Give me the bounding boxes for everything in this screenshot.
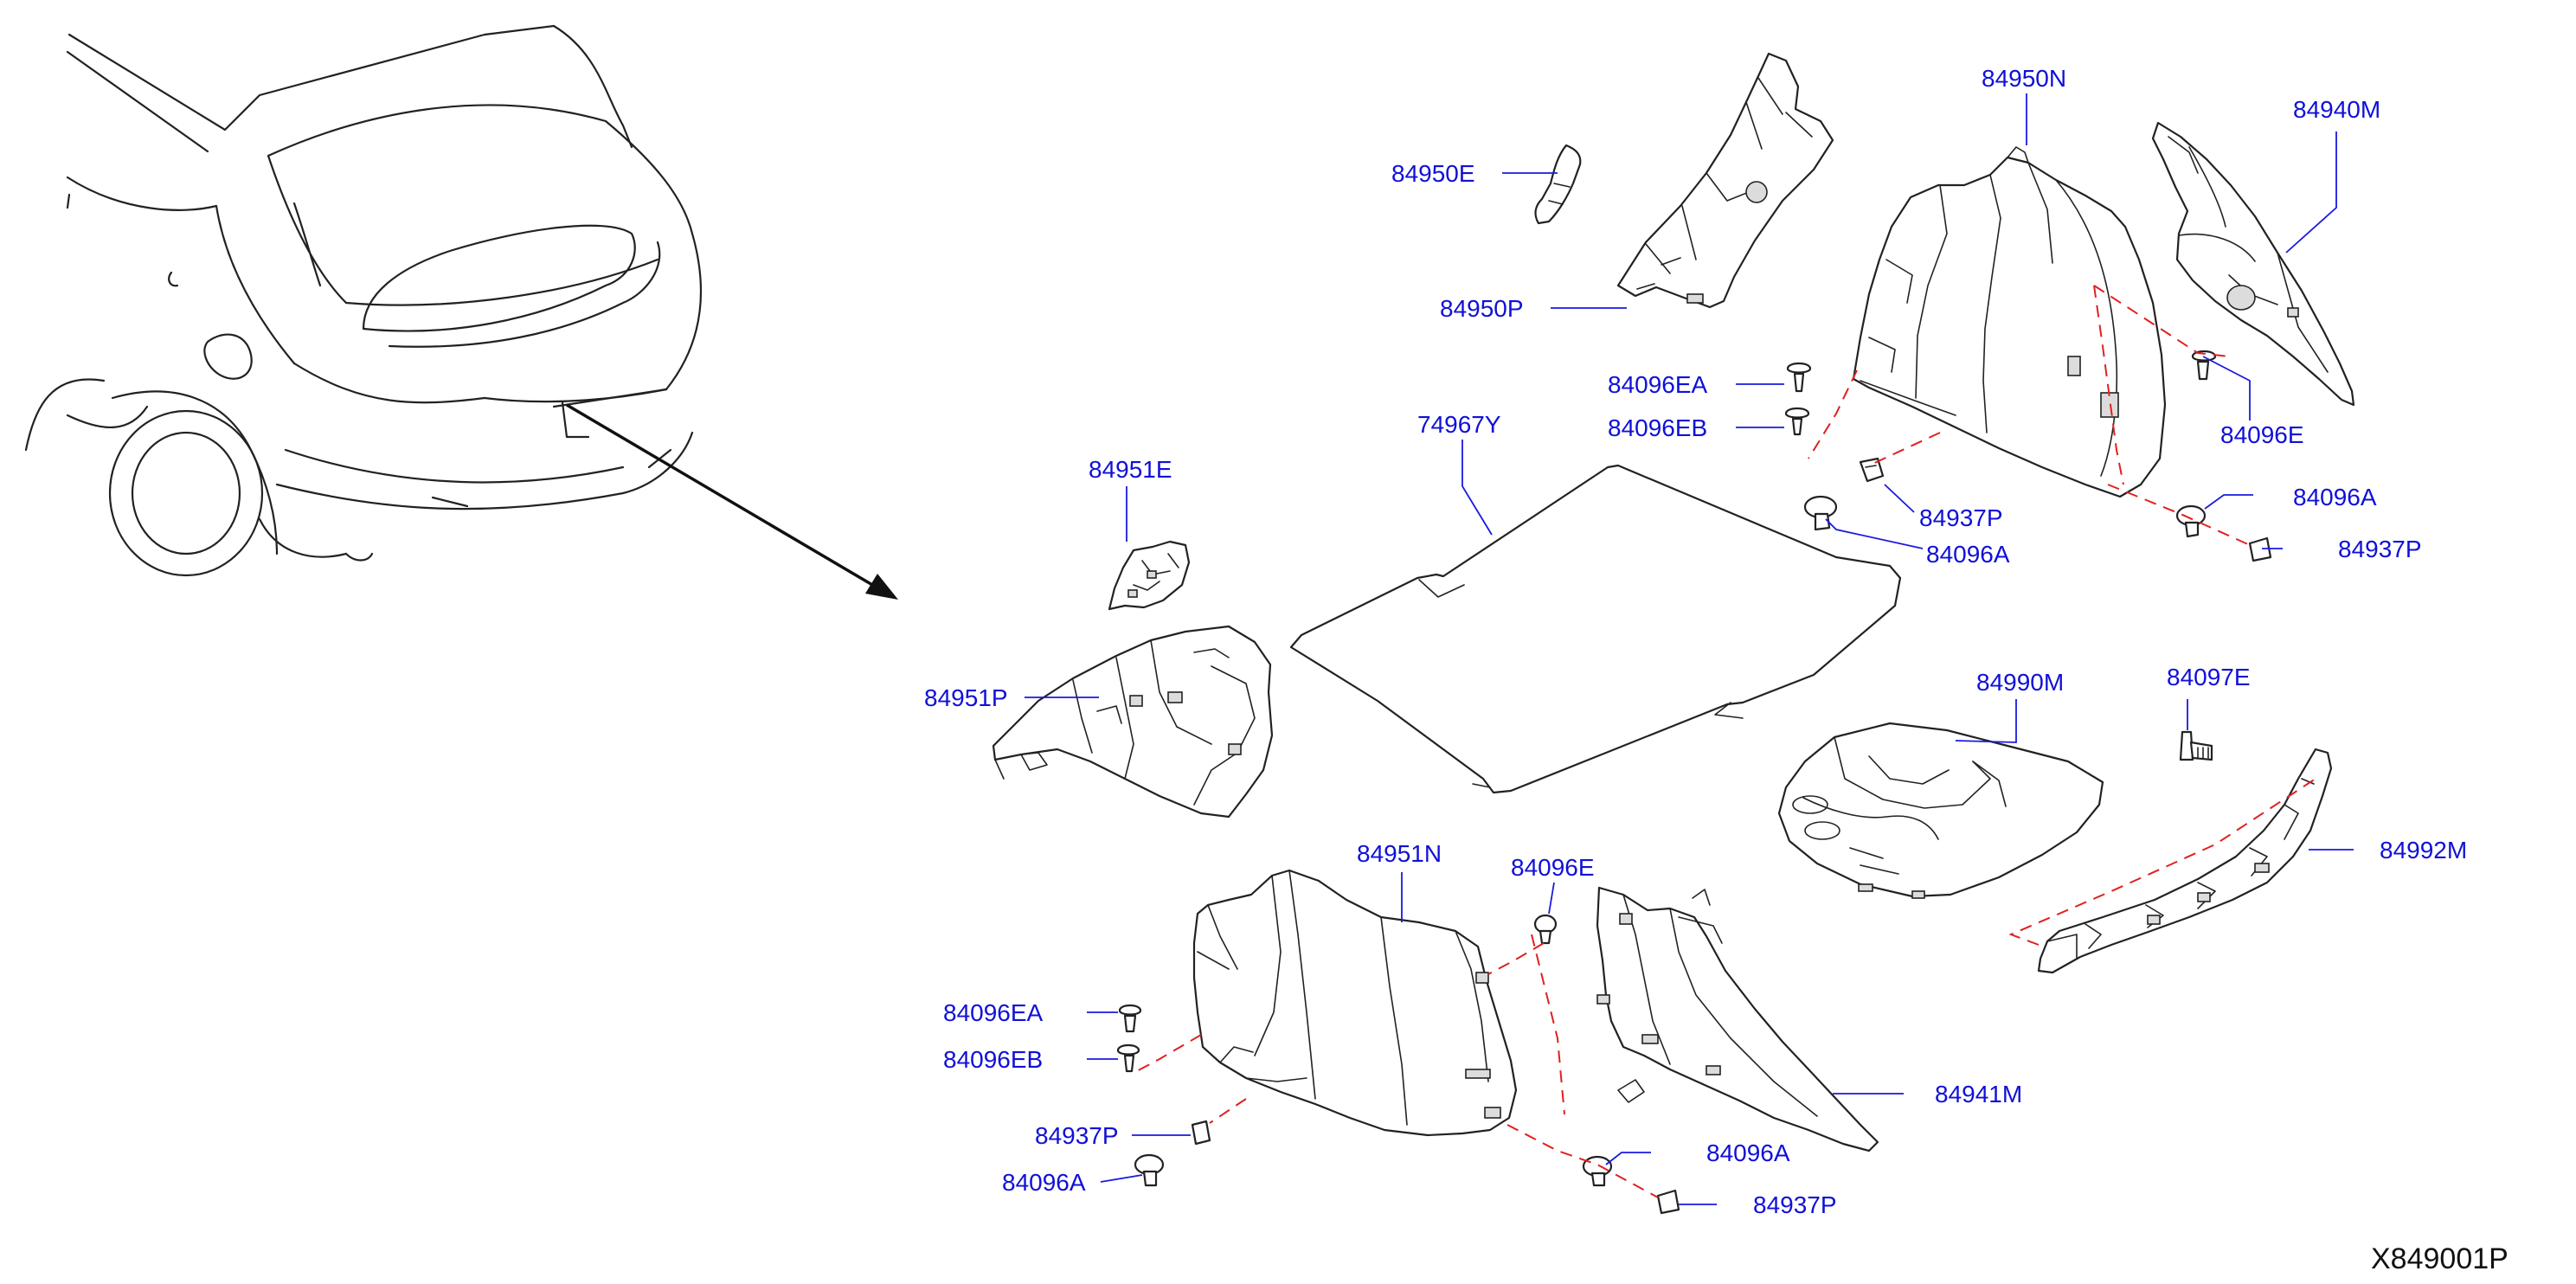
callout-84951P: 84951P	[924, 684, 1008, 711]
callout-84951E: 84951E	[1089, 456, 1172, 483]
clip-84096EB-bottom	[1116, 1043, 1140, 1073]
clip-84937P-bottom-right	[1656, 1189, 1680, 1215]
callout-84992M: 84992M	[2380, 837, 2467, 863]
callout-84096EB-top: 84096EB	[1608, 414, 1707, 441]
callout-84097E: 84097E	[2167, 664, 2251, 690]
callout-labels: 84950N 84940M 84950E 84950P 84096EA 8409…	[924, 65, 2467, 1218]
clip-84096A-bottom-left	[1134, 1153, 1165, 1187]
callout-84940M: 84940M	[2293, 96, 2380, 123]
callout-84096A-bottom-right: 84096A	[1706, 1140, 1790, 1166]
callout-84096EB-bottom: 84096EB	[943, 1046, 1043, 1073]
guides-top	[1808, 285, 2251, 546]
part-74967Y	[1289, 464, 1902, 794]
clip-84937P-bottom-left	[1191, 1120, 1211, 1146]
callout-84937P-top-right: 84937P	[2338, 536, 2422, 562]
diagram-reference-code: X849001P	[2371, 1242, 2509, 1275]
callout-84951N: 84951N	[1357, 840, 1442, 867]
callout-84096E-bottom: 84096E	[1511, 854, 1595, 881]
part-84950E	[1534, 144, 1582, 225]
leader-lines	[1025, 93, 2354, 1205]
part-84950P	[1616, 52, 1834, 309]
clip-84096E-bottom	[1533, 914, 1558, 945]
part-84990M	[1777, 722, 2104, 899]
clip-84096EA-bottom	[1118, 1004, 1142, 1033]
callout-84096EA-top: 84096EA	[1608, 371, 1708, 398]
vehicle-rear-view	[24, 24, 703, 577]
callout-84950N: 84950N	[1982, 65, 2066, 92]
callout-84096EA-bottom: 84096EA	[943, 999, 1044, 1026]
callout-84941M: 84941M	[1935, 1081, 2022, 1107]
callout-84096A-bottom-left: 84096A	[1002, 1169, 1086, 1196]
part-84940M	[2151, 121, 2355, 407]
callout-84950E: 84950E	[1391, 160, 1475, 187]
clip-84096EA-top	[1786, 362, 1812, 393]
callout-84937P-bottom-right: 84937P	[1753, 1191, 1837, 1218]
clip-84937P-top	[1859, 457, 1885, 483]
part-84992M	[2037, 748, 2333, 974]
clip-84096E-top	[2191, 350, 2217, 381]
part-84941M	[1596, 886, 1879, 1152]
part-84950N	[1852, 146, 2167, 498]
callout-84937P-bottom-left: 84937P	[1035, 1122, 1119, 1149]
direction-arrow	[566, 403, 898, 600]
callout-84990M: 84990M	[1976, 669, 2064, 696]
clip-84097E	[2179, 730, 2213, 761]
callout-84937P-top: 84937P	[1919, 504, 2003, 531]
clip-84096EB-top	[1784, 407, 1810, 436]
callout-74967Y: 74967Y	[1417, 411, 1501, 438]
callout-84950P: 84950P	[1440, 295, 1524, 322]
clip-84096A-top-mid	[1803, 495, 1838, 531]
clip-84096A-top-right	[2175, 504, 2207, 538]
callout-84096E-top: 84096E	[2220, 421, 2304, 448]
part-84951P	[992, 625, 1274, 819]
callout-84096A-top-right: 84096A	[2293, 484, 2377, 510]
clip-84937P-top-right	[2248, 536, 2272, 562]
part-84951E	[1108, 540, 1191, 611]
guides-bottom	[1133, 778, 2316, 1198]
part-84951N	[1192, 869, 1518, 1137]
callout-84096A-top-mid: 84096A	[1926, 541, 2010, 568]
